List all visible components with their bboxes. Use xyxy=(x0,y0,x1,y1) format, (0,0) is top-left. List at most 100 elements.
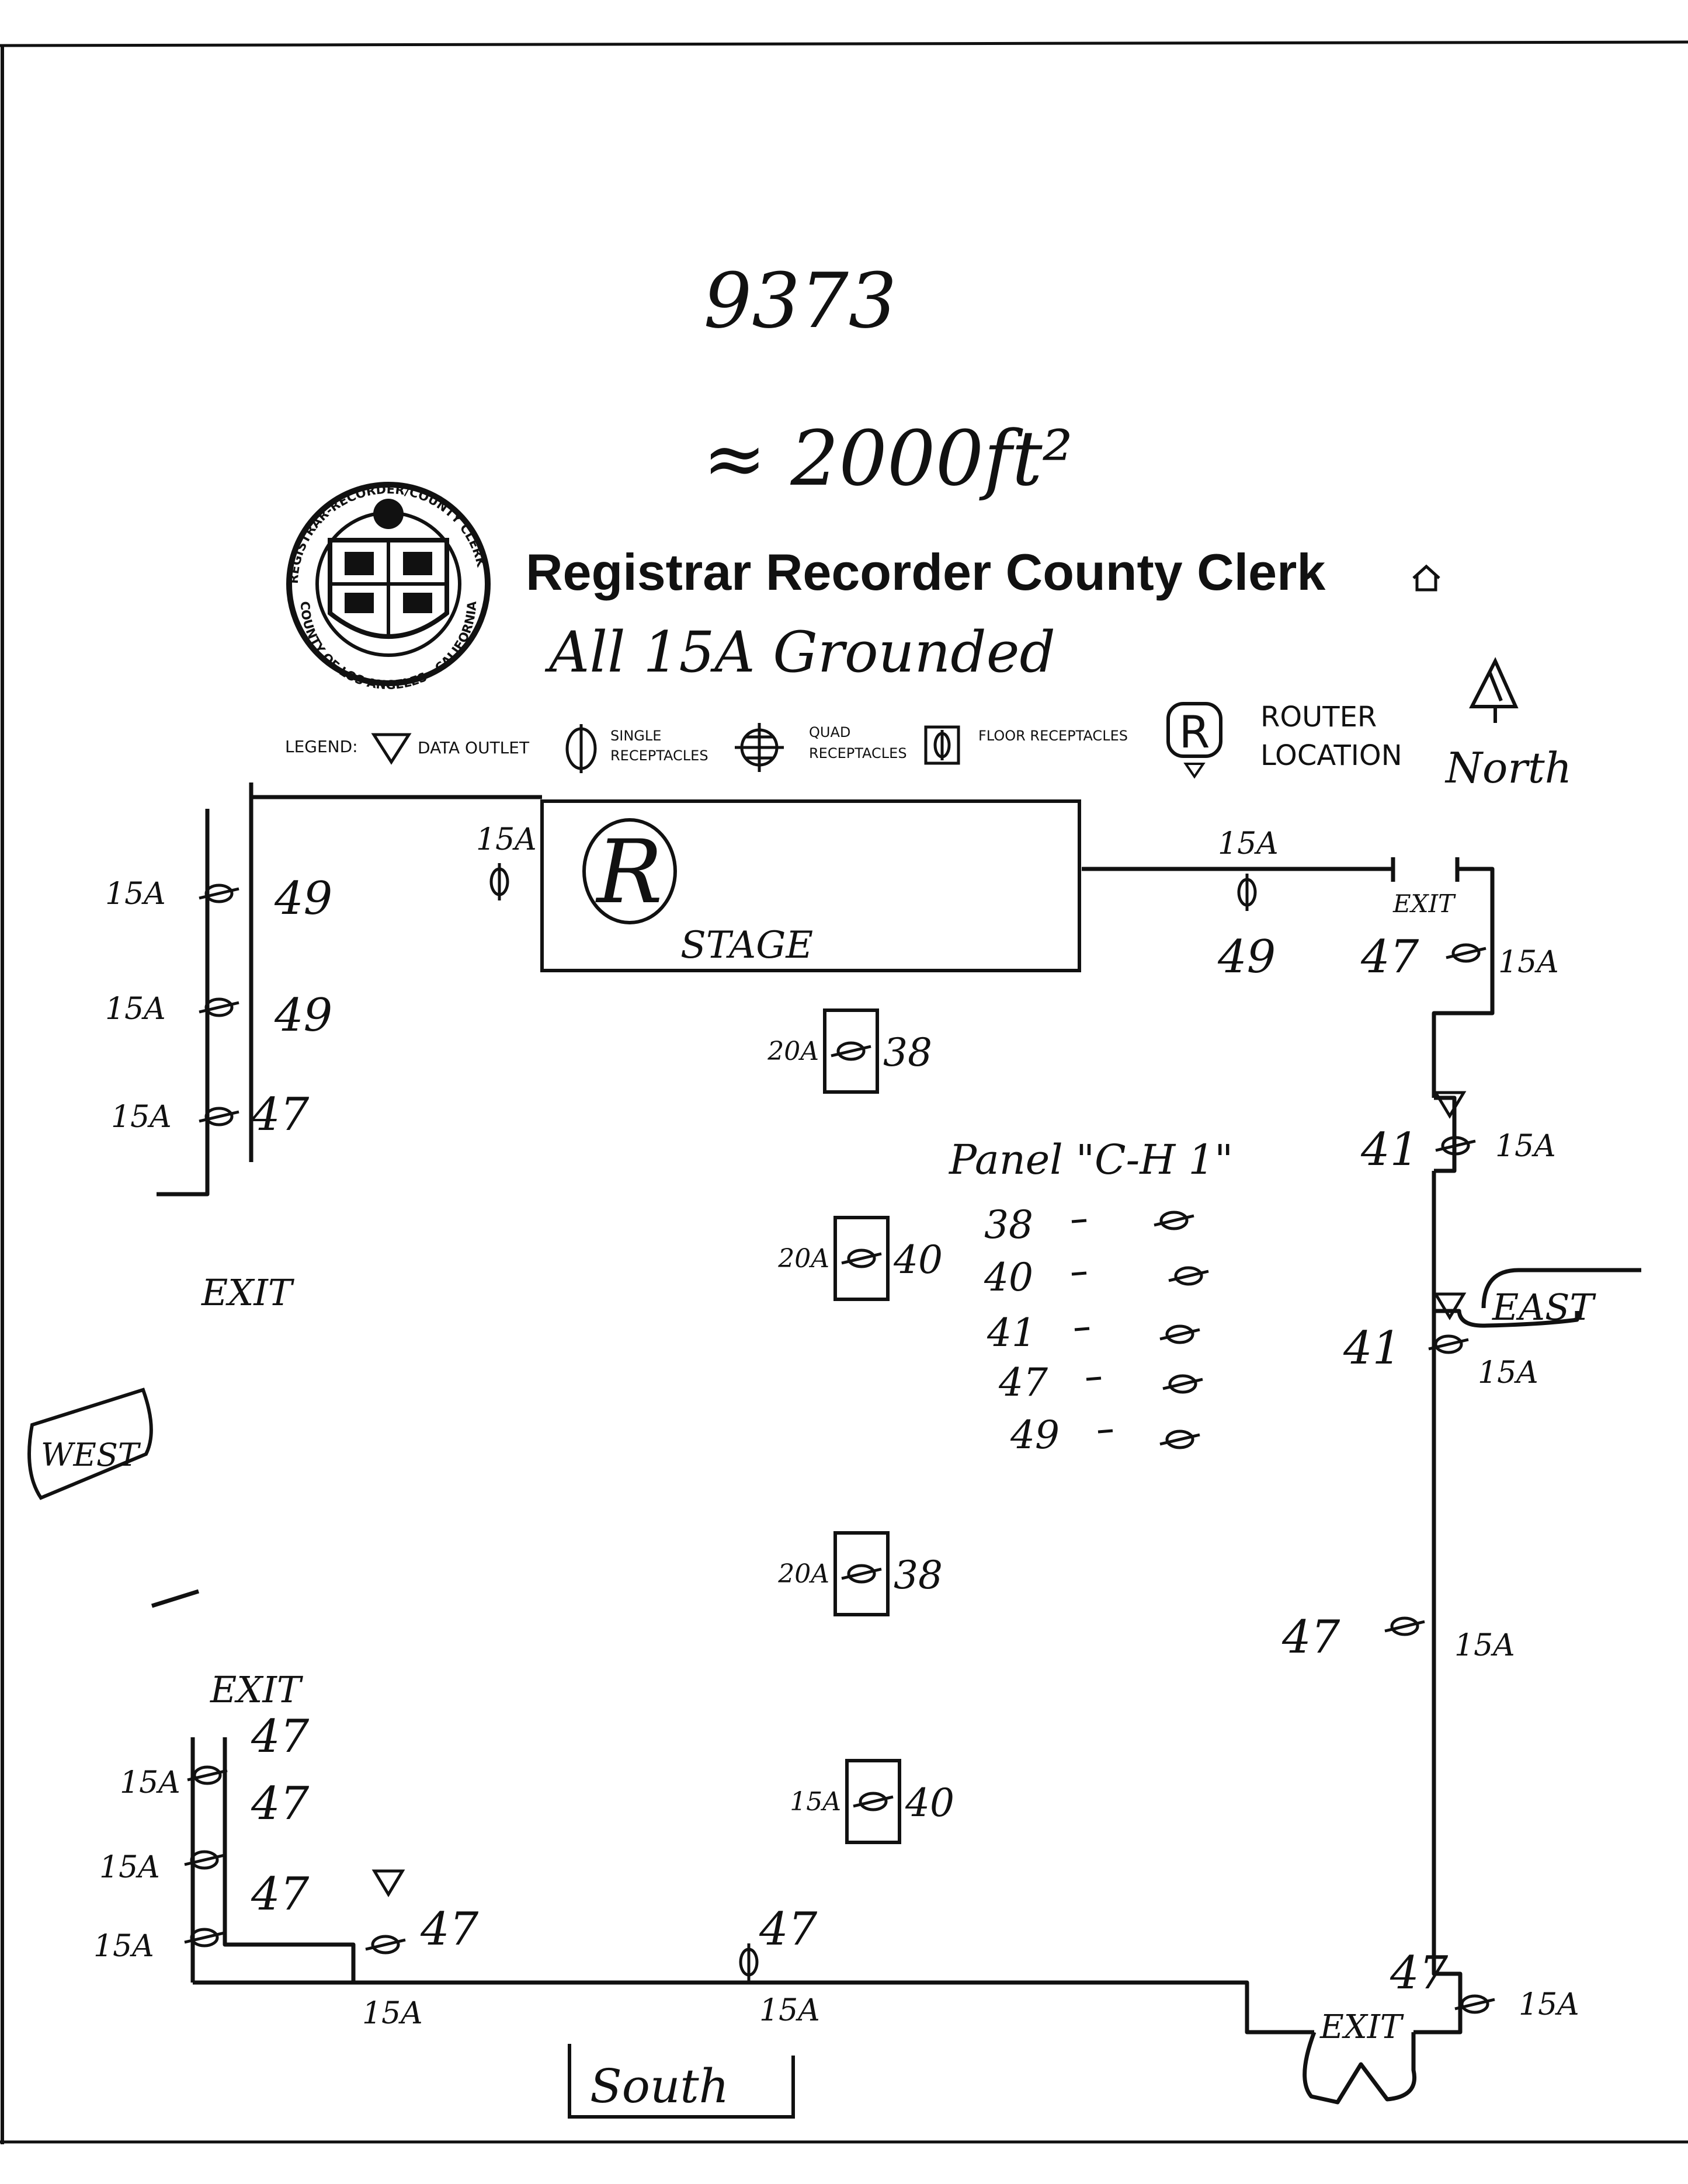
wall-outlet-amps: 15A xyxy=(105,877,166,912)
data-outlet-icon xyxy=(1433,1091,1467,1119)
east-label: EAST xyxy=(1492,1286,1597,1329)
legend-quad-2: RECEPTACLES xyxy=(809,745,907,761)
floor-receptacle-symbol xyxy=(841,1564,882,1584)
wall-outlet-amps: 15A xyxy=(759,1993,820,2028)
exit-label-west-1: EXIT xyxy=(201,1271,295,1314)
single-receptacle-symbol xyxy=(1454,1994,1495,2014)
wall-outlet-west: 15A 49 xyxy=(105,989,332,1042)
wall-outlet-amps: 15A xyxy=(362,1996,423,2031)
south-label-box: South xyxy=(568,2044,795,2119)
wall-outlet-amps: 15A xyxy=(1478,1355,1538,1390)
stage-label: STAGE xyxy=(680,924,813,967)
floor-receptacle-symbol xyxy=(853,1792,894,1811)
wall-outlet-circuit: 49 xyxy=(1217,931,1276,983)
exit-label-south: EXIT xyxy=(1319,2008,1404,2046)
west-label: WEST xyxy=(41,1437,141,1473)
single-receptacle-symbol xyxy=(489,863,509,900)
wall-outlet-circuit: 49 xyxy=(274,989,332,1042)
wall-outlet-circuit: 47 xyxy=(1390,1947,1449,1999)
panel-title: Panel "C-H 1" xyxy=(948,1136,1233,1184)
single-receptacle-symbol xyxy=(187,1765,228,1785)
single-receptacle-symbol xyxy=(1446,943,1486,963)
panel-receptacle-symbol xyxy=(1162,1374,1203,1394)
sheet-number: 9373 xyxy=(704,256,897,345)
legend-router-2: LOCATION xyxy=(1260,739,1402,772)
panel-dash xyxy=(1086,1376,1102,1381)
wall-outlet-circuit: 47 xyxy=(1360,931,1419,983)
wall-outlet-amps: 15A xyxy=(1218,826,1279,861)
floor-outlet-circuit: 38 xyxy=(894,1553,943,1598)
wall-outlet-circuit: 47 xyxy=(759,1903,818,1956)
page-border xyxy=(0,40,1688,2144)
wall-outlet-circuit: 49 xyxy=(274,872,332,925)
data-outlets xyxy=(371,1091,1467,1897)
panel-circuit-number: 41 xyxy=(987,1310,1036,1355)
wall-outlet-amps: 15A xyxy=(476,822,537,857)
floor-outlet-circuit: 40 xyxy=(905,1780,954,1825)
south-label: South xyxy=(590,2059,729,2113)
wall-outlet-east: 15A 41 xyxy=(1360,1124,1556,1176)
floor-outlet: 20A 38 xyxy=(777,1531,943,1616)
wall-outlet-circuit: 47 xyxy=(251,1710,310,1763)
floor-outlet-amps: 20A xyxy=(767,1037,819,1066)
floor-outlet-circuit: 38 xyxy=(883,1030,932,1075)
data-outlet-icon xyxy=(371,1869,405,1897)
floor-receptacle-symbol xyxy=(841,1249,882,1268)
floor-outlet-amps: 20A xyxy=(777,1244,829,1274)
legend-single-2: RECEPTACLES xyxy=(610,747,708,764)
wall-outlet-amps: 15A xyxy=(120,1765,180,1800)
page-title: Registrar Recorder County Clerk xyxy=(526,543,1326,601)
panel-dash xyxy=(1074,1327,1090,1331)
legend-quad-1: QUAD xyxy=(809,724,850,740)
stage xyxy=(540,799,1081,972)
panel-circuit-number: 40 xyxy=(984,1255,1033,1300)
legend-router-1: ROUTER xyxy=(1260,701,1377,733)
north-arrow-icon xyxy=(1469,657,1519,723)
legend-data-outlet: DATA OUTLET xyxy=(418,738,530,757)
router-legend-letter: R xyxy=(1179,706,1210,758)
panel-receptacle-symbol xyxy=(1154,1211,1194,1230)
panel-receptacle-symbol xyxy=(1159,1324,1200,1344)
legend-floor: FLOOR RECEPTACLES xyxy=(978,728,1128,744)
wall-outlet-circuit: 47 xyxy=(251,1868,310,1921)
home-icon xyxy=(1412,564,1440,592)
wall-outlet-amps: 15A xyxy=(105,992,166,1027)
floor-box xyxy=(833,1216,890,1301)
wall-outlet-circuit: 47 xyxy=(1281,1611,1340,1664)
single-receptacle-symbol xyxy=(184,1850,225,1870)
single-receptacle-symbol xyxy=(199,884,239,903)
floor-outlet: 20A 38 xyxy=(767,1008,932,1094)
wall-outlet-east: 15A 41 xyxy=(1343,1322,1538,1390)
panel-dash xyxy=(1071,1271,1087,1276)
single-receptacle-symbol xyxy=(1428,1334,1469,1354)
wall-outlet-west: 15A 49 xyxy=(105,872,332,925)
data-outlet-icon xyxy=(1433,1292,1467,1320)
wall-outlet-circuit: 41 xyxy=(1343,1322,1401,1375)
single-receptacle-symbol xyxy=(1237,874,1257,911)
wall-outlet-north: 15A xyxy=(476,822,537,900)
single-receptacle-symbol xyxy=(365,1935,406,1955)
single-receptacle-symbol xyxy=(199,1107,239,1126)
panel-circuit-number: 49 xyxy=(1010,1413,1060,1458)
area-note: ≈ 2000ft² xyxy=(703,414,1073,503)
wall-outlet-amps: 15A xyxy=(99,1850,160,1885)
panel-dash xyxy=(1071,1219,1087,1223)
router-location-icon: R xyxy=(1166,702,1222,779)
wall-outlet-amps: 15A xyxy=(1495,1129,1556,1164)
floor-outlet-amps: 20A xyxy=(777,1559,829,1589)
quad-receptacle-icon xyxy=(735,723,784,772)
wall-outlet-west: 15A 47 xyxy=(120,1710,310,1800)
single-receptacle-symbol xyxy=(1435,1136,1476,1156)
wall-outlet-circuit: 41 xyxy=(1360,1124,1419,1176)
single-receptacle-symbol xyxy=(739,1943,759,1981)
west-label-box: WEST xyxy=(27,1387,153,1500)
